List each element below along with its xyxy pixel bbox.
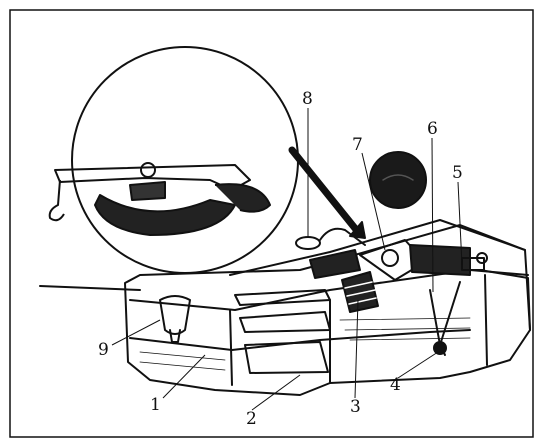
left-level-lines <box>139 351 226 371</box>
detail-float-arm <box>94 194 236 236</box>
diagram-border <box>9 9 534 438</box>
magnified-detail <box>48 162 271 236</box>
leader-2 <box>251 374 301 411</box>
callout-6: 6 <box>427 119 438 139</box>
callout-4: 4 <box>390 375 401 395</box>
float <box>341 271 379 313</box>
detail-right-arm <box>214 183 271 213</box>
filler-cap <box>295 236 321 250</box>
tank-front-edges <box>229 299 331 386</box>
magnifier-circle <box>71 46 299 274</box>
lever-pivot <box>381 249 399 267</box>
leader-9 <box>111 319 161 346</box>
fuel-level-lines <box>339 317 471 341</box>
leader-6 <box>431 137 434 293</box>
tank-top-rim <box>229 219 526 276</box>
detail-hook <box>48 179 65 222</box>
fuel-line <box>39 285 141 291</box>
callout-1: 1 <box>150 395 161 415</box>
tank-right-box <box>479 269 531 366</box>
leader-3 <box>354 299 359 399</box>
fitting-cap <box>476 252 488 264</box>
detail-spring <box>129 181 166 201</box>
leader-lines <box>111 108 463 411</box>
leader-5 <box>457 181 463 266</box>
leader-1 <box>162 354 206 399</box>
left-chamber <box>309 249 361 279</box>
callout-8: 8 <box>302 89 313 109</box>
callout-9: 9 <box>98 340 109 360</box>
leader-7 <box>361 152 386 251</box>
magnifier-pointer <box>288 146 362 236</box>
callout-2: 2 <box>246 409 257 429</box>
chamber-slot-low <box>244 341 329 374</box>
needle-valve <box>433 341 447 355</box>
float-ball <box>369 151 427 209</box>
pointer-arrowhead <box>349 221 366 239</box>
detail-pivot <box>140 162 156 178</box>
leader-4 <box>397 351 439 379</box>
right-chamber <box>409 244 471 276</box>
chamber-slot-mid <box>239 311 331 333</box>
callout-5: 5 <box>452 163 463 183</box>
callout-3: 3 <box>350 397 361 417</box>
chamber-slot-top <box>234 289 331 306</box>
vent-pipe <box>319 227 366 246</box>
float-ribs <box>344 281 377 305</box>
drain-plug <box>169 329 181 343</box>
callout-7: 7 <box>352 135 363 155</box>
float-ball-highlight <box>382 174 414 181</box>
sediment-bowl <box>159 295 191 335</box>
valve-link <box>439 281 461 346</box>
